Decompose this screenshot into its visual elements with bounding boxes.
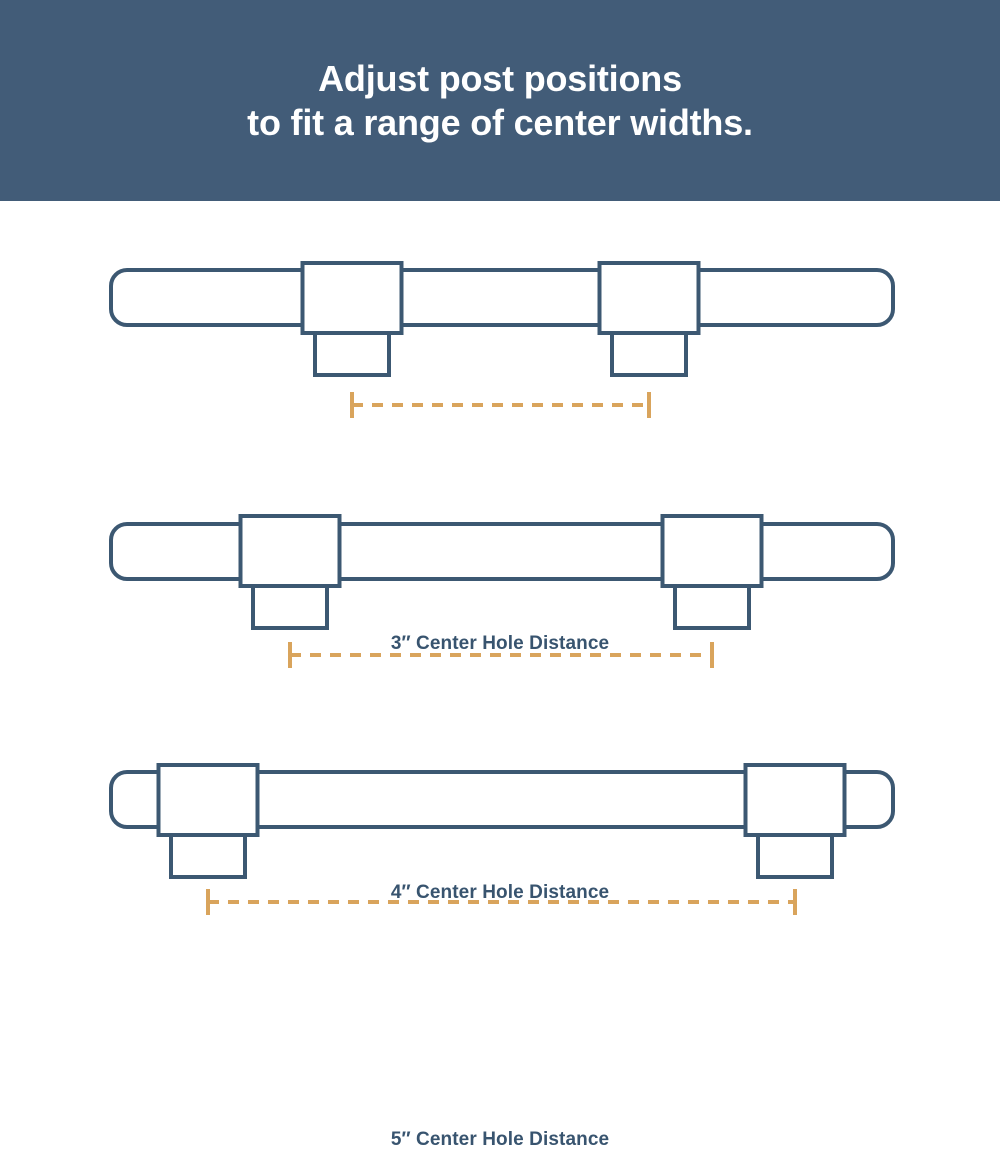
handle-row-4in bbox=[109, 514, 895, 668]
mounting-foot-left bbox=[313, 331, 391, 377]
handle-bar bbox=[109, 522, 895, 581]
post-block-right bbox=[743, 763, 847, 837]
mounting-foot-right bbox=[610, 331, 688, 377]
post-block-right bbox=[597, 261, 701, 335]
handle-row-5in bbox=[109, 763, 895, 915]
mounting-foot-left bbox=[251, 584, 329, 630]
handle-bar bbox=[109, 268, 895, 327]
post-block-right bbox=[660, 514, 764, 588]
mounting-foot-right bbox=[673, 584, 751, 630]
caption-3in: 3″ Center Hole Distance bbox=[390, 633, 610, 654]
headline-line-2: to fit a range of center widths. bbox=[247, 101, 753, 143]
header-banner: Adjust post positions to fit a range of … bbox=[0, 0, 1000, 201]
post-block-left bbox=[300, 261, 404, 335]
handle-bar bbox=[109, 770, 895, 829]
handle-row-3in bbox=[109, 261, 895, 418]
post-block-left bbox=[156, 763, 260, 837]
caption-4in: 4″ Center Hole Distance bbox=[390, 882, 610, 903]
mounting-foot-left bbox=[169, 833, 247, 879]
mounting-foot-right bbox=[756, 833, 834, 879]
cabinet-handle-diagrams bbox=[109, 261, 895, 915]
diagram-area: 3″ Center Hole Distance 4″ Center Hole D… bbox=[0, 201, 1000, 1150]
caption-5in: 5″ Center Hole Distance bbox=[390, 1129, 610, 1150]
headline-line-1: Adjust post positions bbox=[318, 57, 682, 99]
post-block-left bbox=[238, 514, 342, 588]
